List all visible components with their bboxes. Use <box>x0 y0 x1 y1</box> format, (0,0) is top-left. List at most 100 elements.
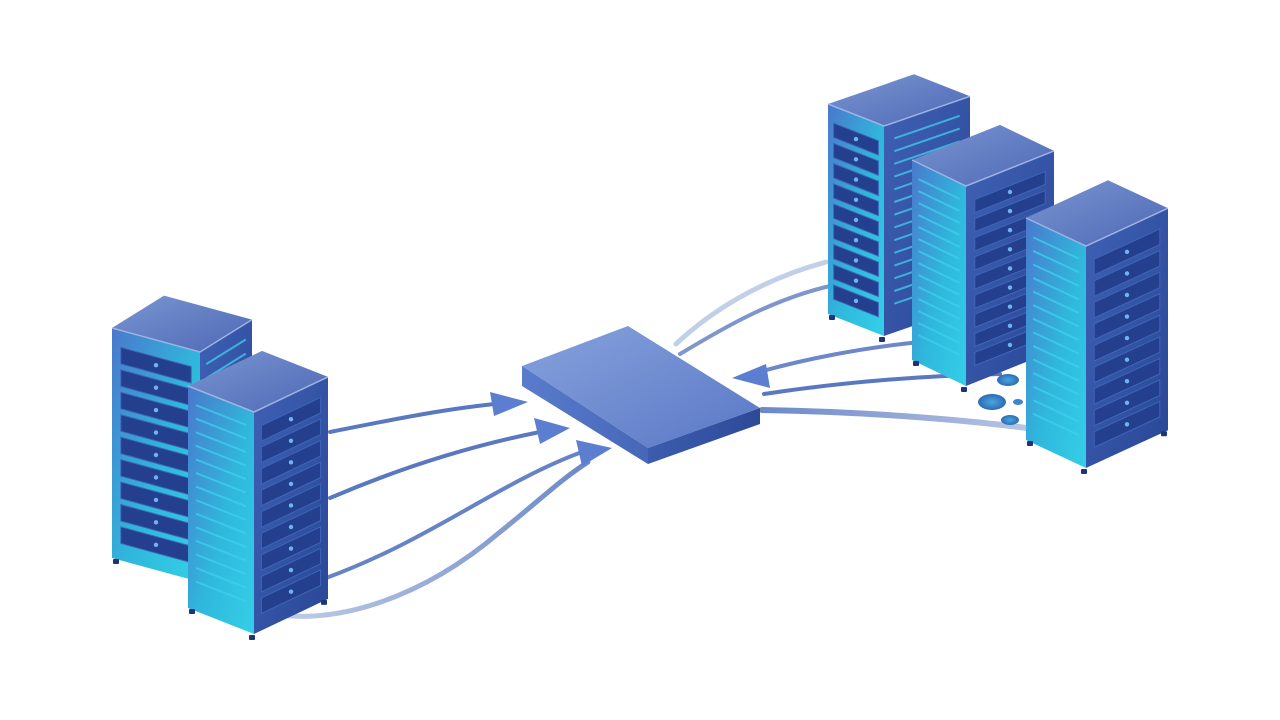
rack-led <box>288 417 294 422</box>
rack-vent-stripe <box>195 444 247 467</box>
rack-foot <box>321 599 327 605</box>
switch-top-face <box>522 326 760 448</box>
rack-led <box>853 258 859 263</box>
rack-vent-stripe <box>1032 372 1080 396</box>
rack-led <box>1007 208 1013 214</box>
droplet-large <box>978 394 1006 410</box>
server-left-rack-front <box>187 350 329 640</box>
rack-led <box>153 475 159 480</box>
rack-vent-stripe <box>195 580 247 603</box>
connector-left-3 <box>324 450 584 580</box>
rack-led <box>1124 400 1130 405</box>
rack-foot <box>961 387 967 392</box>
rack-top-face <box>828 74 970 126</box>
rack-vent-stripe <box>918 274 960 296</box>
connector-right-2 <box>750 340 922 376</box>
rack-vent-stripe <box>1032 250 1080 274</box>
rack-led <box>153 520 159 525</box>
rack-top-face <box>1026 180 1168 246</box>
rack-vent-stripe <box>1032 385 1080 409</box>
rack-vent-stripe <box>1032 277 1080 301</box>
connector-left-1 <box>328 401 507 434</box>
rack-vent-stripe <box>1032 263 1080 287</box>
rack-led <box>153 497 159 503</box>
rack-led <box>1124 335 1130 341</box>
arrowhead-left-3 <box>576 440 612 466</box>
arrowhead-left-2 <box>534 418 570 444</box>
rack-led <box>288 438 294 443</box>
rack-vent-stripe <box>893 127 961 153</box>
rack-led <box>1124 422 1130 427</box>
server-right-rack-front <box>1025 180 1169 474</box>
rack-vent-stripe <box>195 567 247 589</box>
switch-right-face <box>648 408 760 464</box>
rack-vent-stripe <box>1032 399 1080 423</box>
rack-led <box>153 452 159 458</box>
arrowheads <box>490 364 770 466</box>
rack-vent-stripe <box>918 226 960 248</box>
rack-vent-stripe <box>195 526 247 548</box>
rack-vent-stripe <box>893 114 961 140</box>
rack-led <box>288 567 294 573</box>
rack-led <box>153 407 159 413</box>
connector-left-4-faded <box>259 459 591 619</box>
rack-vent-stripe <box>195 512 247 535</box>
droplet-medium <box>997 374 1019 386</box>
rack-led <box>853 298 859 304</box>
rack-vent-stripe <box>918 322 960 344</box>
rack-foot <box>829 315 835 320</box>
rack-vent-stripe <box>918 178 960 200</box>
rack-edge-highlight <box>187 376 329 413</box>
rack-led <box>1007 189 1013 195</box>
rack-vent-stripe <box>1032 345 1080 369</box>
rack-led <box>288 546 294 551</box>
rack-led <box>288 503 294 508</box>
rack-vent-stripe <box>1032 331 1080 355</box>
rack-vent-stripe <box>918 214 960 236</box>
rack-vent-stripe <box>893 140 961 165</box>
rack-vent-stripe <box>918 262 960 284</box>
rack-vent-stripe <box>918 202 960 224</box>
rack-vent-stripe <box>195 553 247 576</box>
connection-lines <box>259 259 1083 619</box>
rack-vent-stripe <box>195 431 247 453</box>
connector-right-faded-1 <box>673 259 829 347</box>
rack-foot <box>1081 469 1087 474</box>
rack-led <box>1007 247 1013 252</box>
rack-edge-highlight <box>111 318 253 353</box>
rack-foot <box>1027 441 1033 446</box>
rack-vent-stripe <box>1032 412 1080 436</box>
rack-vent-stripe <box>1032 236 1080 260</box>
rack-edge-highlight <box>1025 207 1169 247</box>
rack-foot <box>1161 431 1167 437</box>
rack-led <box>853 136 859 142</box>
rack-led <box>153 542 159 547</box>
droplet-tiny <box>1001 415 1019 425</box>
rack-vent-stripe <box>195 499 247 521</box>
rack-vent-stripe <box>195 539 247 562</box>
rack-led <box>153 430 159 435</box>
rack-led <box>1124 314 1130 319</box>
rack-vent-stripe <box>1032 358 1080 382</box>
rack-led <box>1007 323 1013 328</box>
rack-led <box>288 524 294 530</box>
rack-vent-stripe <box>195 404 247 426</box>
rack-vent-stripe <box>195 472 247 494</box>
central-switch <box>522 326 760 464</box>
switch-left-face <box>522 366 648 464</box>
rack-foot <box>249 635 255 640</box>
rack-vent-stripe <box>195 417 247 440</box>
rack-vent-stripe <box>205 352 247 380</box>
rack-vent-stripe <box>1032 290 1080 314</box>
rack-led <box>853 197 859 202</box>
rack-vent-stripe <box>1032 304 1080 328</box>
rack-led <box>853 278 859 283</box>
rack-vent-stripe <box>195 458 247 481</box>
rack-led <box>153 363 159 368</box>
liquid-droplets <box>978 374 1023 425</box>
connector-left-2 <box>328 430 542 500</box>
rack-top-face <box>912 124 1054 186</box>
connector-right-1 <box>678 284 832 356</box>
rack-led <box>288 589 294 594</box>
rack-vent-stripe <box>918 334 960 356</box>
